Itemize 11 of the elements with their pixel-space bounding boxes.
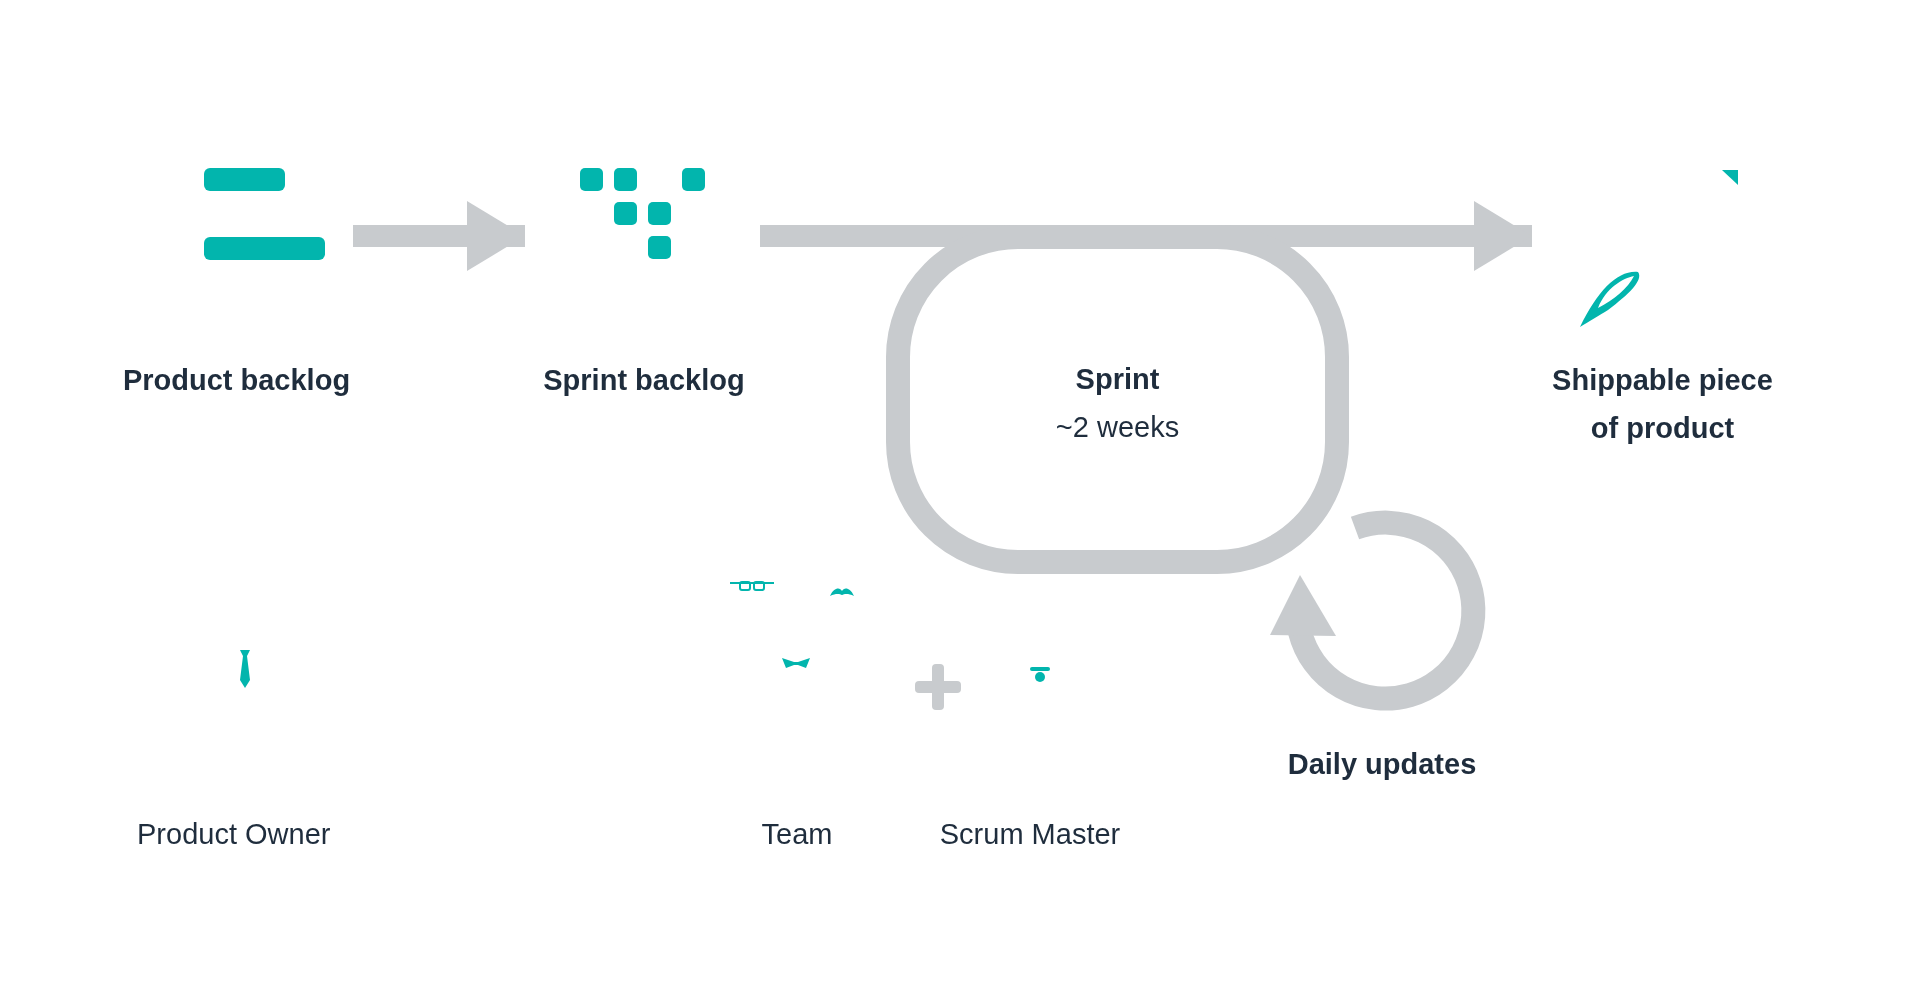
flow-arrow <box>760 201 1532 271</box>
stage-label: Sprint backlog <box>542 363 746 398</box>
stage-label: Shippable piece of product <box>1551 363 1774 446</box>
role-label: Product Owner <box>137 818 331 851</box>
role-label: Scrum Master <box>939 818 1121 851</box>
stage-label: Sprint <box>1074 362 1161 397</box>
duration-text: ~2 weeks <box>1054 410 1181 445</box>
cycle-label: Daily updates <box>1287 748 1477 781</box>
role-label: Team <box>761 818 833 851</box>
flow-arrow <box>353 201 525 271</box>
stage-label: Product backlog <box>121 363 352 398</box>
